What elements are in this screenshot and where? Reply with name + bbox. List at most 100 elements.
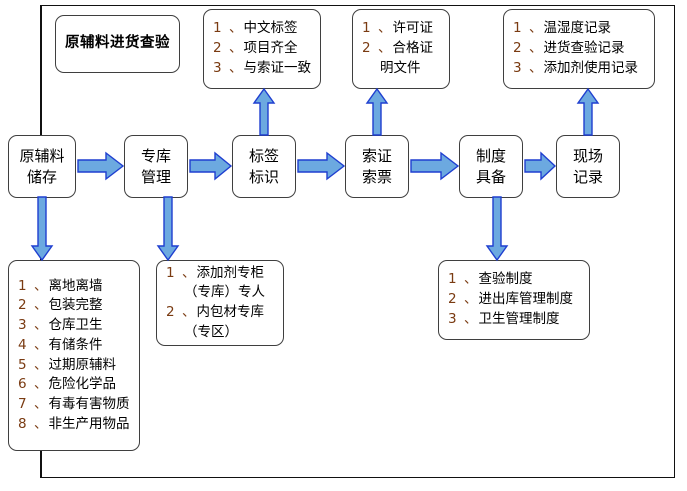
process-box-site-records: 现场记录 [556, 135, 620, 198]
note-item-number: 1 [513, 20, 522, 37]
arrow-site-records-to-record-requirements [576, 87, 600, 136]
note-list-item: 2 、内包材专库 [166, 303, 264, 323]
note-item-number: 5 [18, 356, 27, 373]
process-box-line: 储存 [26, 167, 57, 186]
note-item-continuation: （专区） [184, 323, 238, 340]
process-box-line: 记录 [572, 167, 603, 186]
note-item-number: 2 [362, 40, 371, 57]
arrow-labeling-to-label-requirements [252, 87, 276, 136]
note-item-separator: 、 [464, 271, 478, 288]
note-list-item: 1 、中文标签 [213, 19, 298, 39]
note-item-text: 危险化学品 [48, 376, 117, 393]
note-list-item: 1、许可证 [362, 19, 433, 39]
note-item-separator: 、 [182, 304, 196, 320]
process-box-line: 具备 [475, 167, 506, 186]
process-box-line: 索证 [361, 147, 392, 166]
note-item-text: 进货查验记录 [543, 40, 625, 57]
arrow-storage-to-storage-requirements [30, 196, 54, 262]
note-item-separator: 、 [34, 297, 48, 314]
process-box-line: 标签 [248, 147, 279, 166]
note-item-text: 温湿度记录 [543, 20, 612, 37]
connector-storage-requirements-to-frame [40, 450, 43, 478]
note-item-text: 许可证 [392, 20, 434, 37]
note-list-item: 7、有毒有害物质 [18, 395, 130, 415]
note-item-number: 8 [18, 415, 27, 432]
note-item-number: 1 [18, 277, 27, 294]
process-box-line: 管理 [140, 167, 171, 186]
note-item-text: 添加剂使用记录 [543, 59, 639, 76]
note-item-number: 1 [166, 264, 175, 281]
diagram-title-box: 原辅料进货查验 [55, 15, 180, 73]
arrow-certification-to-system [410, 151, 460, 181]
note-list-item: 2 、包装完整 [18, 296, 103, 316]
process-box-warehouse: 专库管理 [124, 135, 188, 198]
note-item-separator: 、 [34, 376, 48, 393]
note-item-separator: 、 [464, 310, 478, 327]
note-item-separator: 、 [34, 277, 48, 294]
arrow-system-to-site-records [524, 151, 557, 181]
note-item-text: 包装完整 [48, 297, 103, 314]
note-item-text: 有储条件 [48, 336, 103, 353]
note-item-number: 3 [448, 310, 457, 327]
note-item-text: 内包材专库 [196, 304, 265, 320]
note-list-item: 1 、温湿度记录 [513, 19, 611, 39]
note-item-separator: 、 [378, 40, 392, 57]
note-list-item: 1、添加剂专柜 [166, 264, 264, 284]
note-list-item: 4 、有储条件 [18, 336, 103, 356]
note-list-item: 2 、合格证 [362, 39, 433, 59]
note-item-number: 4 [18, 336, 27, 353]
note-item-number: 1 [213, 20, 222, 37]
note-item-separator: 、 [229, 40, 243, 57]
process-box-line: 原辅料 [19, 147, 65, 166]
note-list-item: 1 、离地离墙 [18, 277, 103, 297]
note-item-number: 2 [166, 304, 175, 320]
note-list-item: 1、查验制度 [448, 270, 533, 290]
note-item-text: 过期原辅料 [48, 356, 117, 373]
note-list-item: 3 、卫生管理制度 [448, 310, 560, 330]
process-box-certification: 索证索票 [345, 135, 409, 198]
note-item-separator: 、 [34, 356, 48, 373]
note-list-item: 2 、进货查验记录 [513, 39, 625, 59]
note-item-text: 合格证 [392, 40, 434, 57]
note-item-number: 6 [18, 376, 27, 393]
note-item-separator: 、 [34, 415, 48, 432]
note-item-text: 中文标签 [243, 20, 298, 37]
arrow-warehouse-to-dedicated-storage [156, 196, 180, 262]
note-item-text: 卫生管理制度 [478, 310, 560, 327]
note-item-number: 2 [18, 297, 27, 314]
note-item-number: 2 [213, 40, 222, 57]
note-list-item: 5 、过期原辅料 [18, 356, 116, 376]
arrow-labeling-to-certification [297, 151, 346, 181]
note-list-item: 2 、进出库管理制度 [448, 290, 573, 310]
note-item-text: 查验制度 [478, 271, 533, 288]
process-box-line: 专库 [140, 147, 171, 166]
note-item-separator: 、 [464, 291, 478, 308]
note-list-item: 8 、非生产用物品 [18, 415, 130, 435]
note-item-separator: 、 [34, 336, 48, 353]
process-box-line: 标识 [248, 167, 279, 186]
note-item-number: 2 [513, 40, 522, 57]
note-item-separator: 、 [529, 20, 543, 37]
process-box-line: 索票 [361, 167, 392, 186]
arrow-certification-to-certificate-requirements [365, 87, 389, 136]
note-item-separator: 、 [229, 20, 243, 37]
note-item-text: 非生产用物品 [48, 415, 130, 432]
note-item-text: 离地离墙 [48, 277, 103, 294]
note-item-text: 仓库卫生 [48, 317, 103, 334]
process-box-line: 制度 [475, 147, 506, 166]
note-item-text: 有毒有害物质 [48, 395, 130, 412]
note-list-item: 3、添加剂使用记录 [513, 59, 638, 79]
note-item-separator: 、 [182, 264, 196, 281]
note-item-number: 1 [362, 20, 371, 37]
connector-frame-to-storage [40, 5, 43, 135]
note-item-continuation: （专库）专人 [184, 284, 265, 301]
note-item-separator: 、 [529, 40, 543, 57]
note-item-text: 进出库管理制度 [478, 291, 574, 308]
note-item-number: 2 [448, 291, 457, 308]
note-item-number: 3 [18, 317, 27, 334]
